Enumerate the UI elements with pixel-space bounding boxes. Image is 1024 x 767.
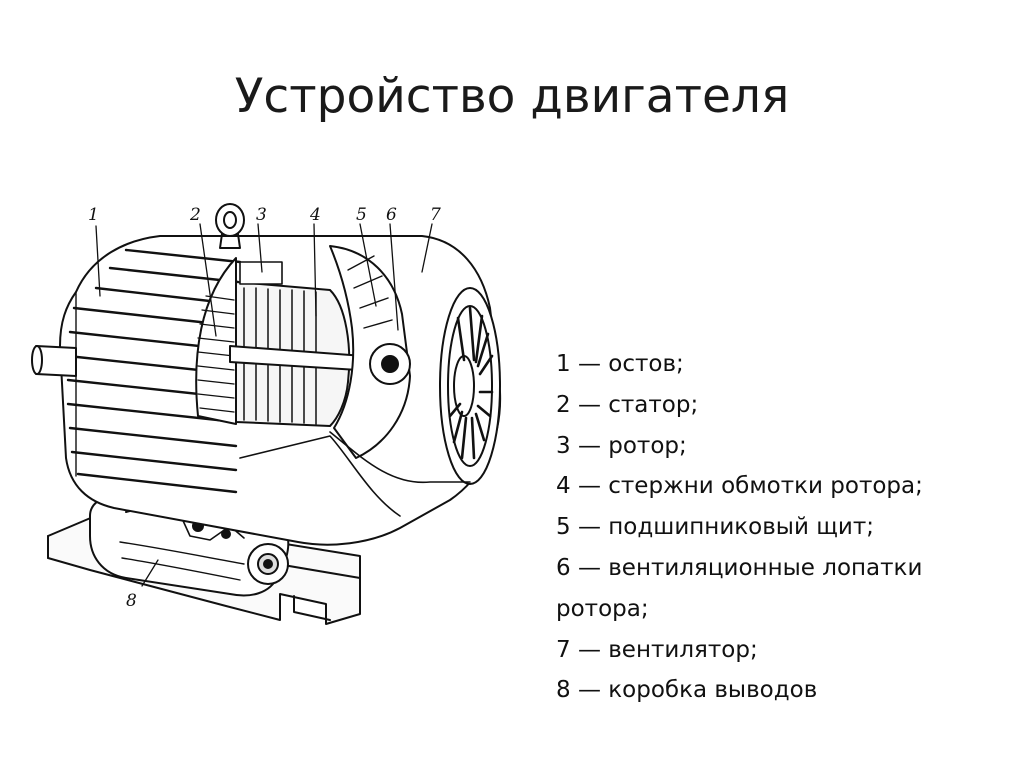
callout-6: 6 [386,205,397,225]
legend-item-3: 3 — ротор; [556,432,687,459]
bearing-shield [329,245,411,459]
lifting-eye [215,203,245,249]
legend-item-1: 1 — остов; [556,351,684,377]
legend-item-8: 8 — коробка выводов [556,677,818,704]
rotor [229,261,391,427]
callout-7: 7 [430,205,441,225]
legend-item-2: 2 — статор; [556,391,699,418]
legend-item-7: 7 — вентилятор; [556,636,758,663]
callout-8: 8 [126,591,137,611]
callout-4: 4 [309,205,321,225]
callout-leaders [95,223,433,587]
legend-list: 1 — остов; 2 — статор; 3 — ротор; 4 — ст… [556,344,1016,711]
callout-2: 2 [189,205,201,225]
callout-5: 5 [356,205,367,225]
fan-cover [239,287,501,517]
callout-3: 3 [256,205,267,225]
legend-item-4: 4 — стержни обмотки ротора; [556,473,923,500]
motor-cutaway-drawing: 1 2 3 4 5 6 7 8 [31,203,502,625]
callout-1: 1 [88,205,99,225]
legend-item-6: 6 — вентиляционные лопатки [556,554,923,581]
slide-title: Устройство двигателя [234,69,790,124]
legend-item-6-continued: ротора; [556,595,649,622]
legend-item-5: 5 — подшипниковый щит; [556,514,874,541]
